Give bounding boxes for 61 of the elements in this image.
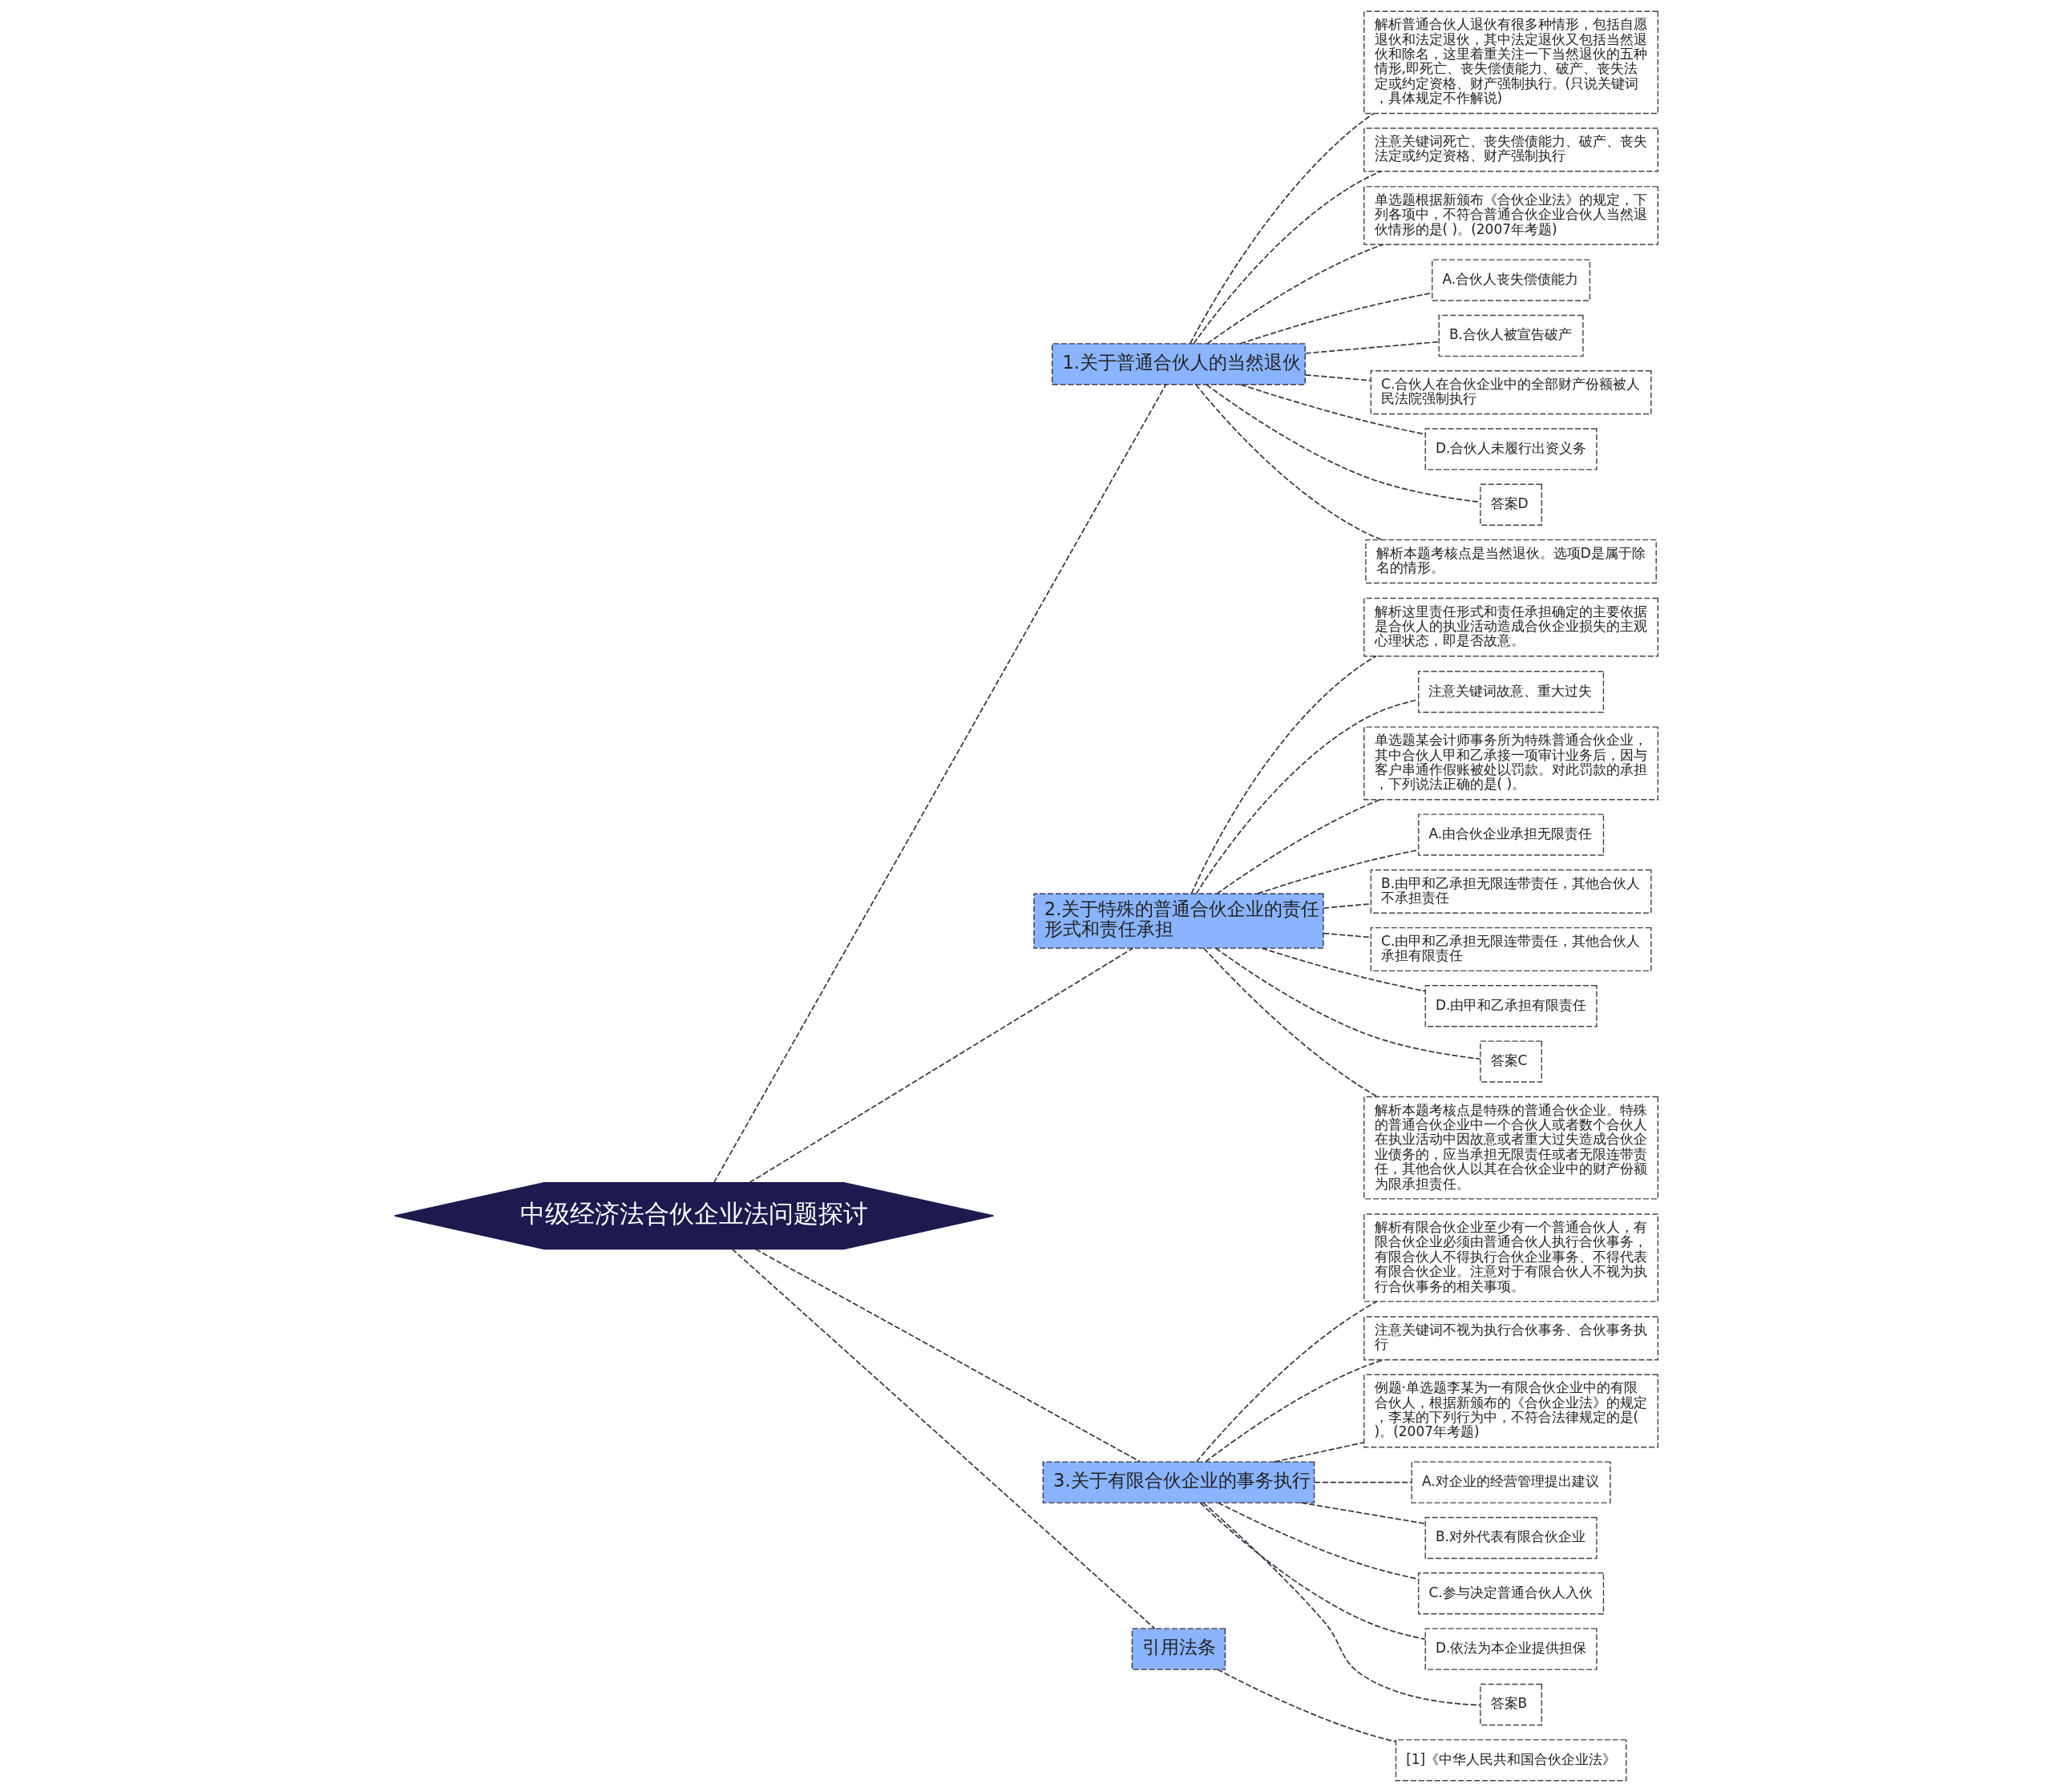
connector: [731, 1248, 1155, 1629]
connector: [1239, 384, 1426, 435]
node-box: 答案D: [1479, 483, 1542, 526]
node-box: 解析有限合伙企业至少有一个普通合伙人，有限合伙企业必须由普通合伙人执行合伙事务，有限合伙人不得执行合伙企业事务、不得代表有限合伙企业。注意对于有限合伙人不视为执行合伙事务的相关事项。: [1363, 1213, 1658, 1302]
node-box: 引用法条: [1131, 1628, 1226, 1670]
node-box: D.依法为本企业提供担保: [1424, 1628, 1598, 1670]
node-box: 解析普通合伙人退伙有很多种情形，包括自愿退伙和法定退伙，其中法定退伙又包括当然退伙和除名，这里着重关注一下当然退伙的五种情形,即死亡、丧失偿债能力、破产、丧失法定或约定资格、财产强制执行。(只说关键词，具体规定不作解说): [1363, 10, 1658, 115]
connector: [754, 1249, 1141, 1463]
connector: [1194, 384, 1383, 541]
connector: [1214, 947, 1480, 1060]
connector: [1195, 1301, 1378, 1463]
node-box: [1]《中华人民共和国合伙企业法》: [1395, 1739, 1626, 1782]
node-box: B.合伙人被宣告破产: [1438, 314, 1584, 357]
connector: [1322, 932, 1371, 938]
node-box: 注意关键词故意、重大过失: [1417, 671, 1604, 713]
node-box: C.由甲和乙承担无限连带责任，其他合伙人承担有限责任: [1370, 926, 1652, 972]
connector: [1304, 341, 1440, 354]
node-box: 解析本题考核点是当然退伙。选项D是属于除名的情形。: [1364, 539, 1657, 584]
connector: [1202, 947, 1378, 1098]
connector: [1204, 1358, 1384, 1463]
node-box: A.合伙人丧失偿债能力: [1431, 259, 1590, 301]
connector: [713, 384, 1166, 1184]
node-box: 解析这里责任形式和责任承担确定的主要依据是合伙人的执业活动造成合伙企业损失的主观心理状态，即是否故意。: [1363, 597, 1658, 657]
connector: [1206, 244, 1383, 345]
node-box: 例题·单选题李某为一有限合伙企业中的有限合伙人，根据新颁布的《合伙企业法》的规定，李某的下列行为中，不符合法律规定的是( )。(2007年考题): [1363, 1374, 1658, 1448]
node-box: 单选题某会计师事务所为特殊普通合伙企业，其中合伙人甲和乙承接一项审计业务后，因与客户串通作假账被处以罚款。对此罚款的承担，下列说法正确的是( )。: [1363, 726, 1658, 801]
node-box: 3.关于有限合伙企业的事务执行: [1042, 1461, 1315, 1503]
node-box: 答案C: [1479, 1040, 1542, 1083]
node-box: D.由甲和乙承担有限责任: [1424, 985, 1598, 1027]
node-box: 解析本题考核点是特殊的普通合伙企业。特殊的普通合伙企业中一个合伙人或者数个合伙人在执业活动中因故意或者重大过失造成合伙企业债务的，应当承担无限责任或者无限连带责任，其他合伙人以其在合伙企业中的财产份额为限承担责任。: [1363, 1096, 1658, 1200]
connector: [1202, 1502, 1480, 1706]
connector: [1304, 373, 1371, 381]
connector: [1273, 1442, 1364, 1463]
connector: [1190, 655, 1377, 894]
node-box: C.合伙人在合伙企业中的全部财产份额被人民法院强制执行: [1370, 370, 1652, 415]
connector: [1199, 1502, 1426, 1641]
node-box: 1.关于普通合伙人的当然退伙: [1051, 343, 1306, 385]
connector: [1215, 799, 1381, 894]
connector: [1300, 1502, 1426, 1524]
node-box: 单选题根据新颁布《合伙企业法》的规定，下列各项中，不符合普通合伙企业合伙人当然退伙情形的是( )。(2007年考题): [1363, 186, 1658, 245]
connector: [1189, 112, 1374, 345]
connector: [1313, 1481, 1412, 1483]
connector: [748, 947, 1133, 1184]
node-box: A.对企业的经营管理提出建议: [1411, 1461, 1611, 1503]
node-box: D.合伙人未履行出资义务: [1424, 428, 1598, 470]
node-box: C.参与决定普通合伙人入伙: [1417, 1572, 1604, 1615]
connector: [1260, 947, 1426, 992]
connector: [1217, 1502, 1419, 1580]
node-box: 2.关于特殊的普通合伙企业的责任形式和责任承担: [1032, 893, 1324, 949]
connector: [1205, 384, 1480, 503]
node-box: 注意关键词死亡、丧失偿债能力、破产、丧失法定或约定资格、财产强制执行: [1363, 127, 1658, 172]
connector: [1193, 171, 1381, 345]
node-box: 答案B: [1479, 1683, 1542, 1726]
connector: [1322, 903, 1371, 909]
connector: [1239, 292, 1432, 345]
node-box: B.由甲和乙承担无限连带责任，其他合伙人不承担责任: [1370, 869, 1652, 914]
node-box: A.由合伙企业承担无限责任: [1417, 813, 1604, 856]
connector: [1195, 699, 1419, 894]
connector: [1216, 1669, 1396, 1743]
node-box: B.对外代表有限合伙企业: [1424, 1516, 1598, 1560]
node-box: 注意关键词不视为执行合伙事务、合伙事务执行: [1363, 1316, 1658, 1361]
